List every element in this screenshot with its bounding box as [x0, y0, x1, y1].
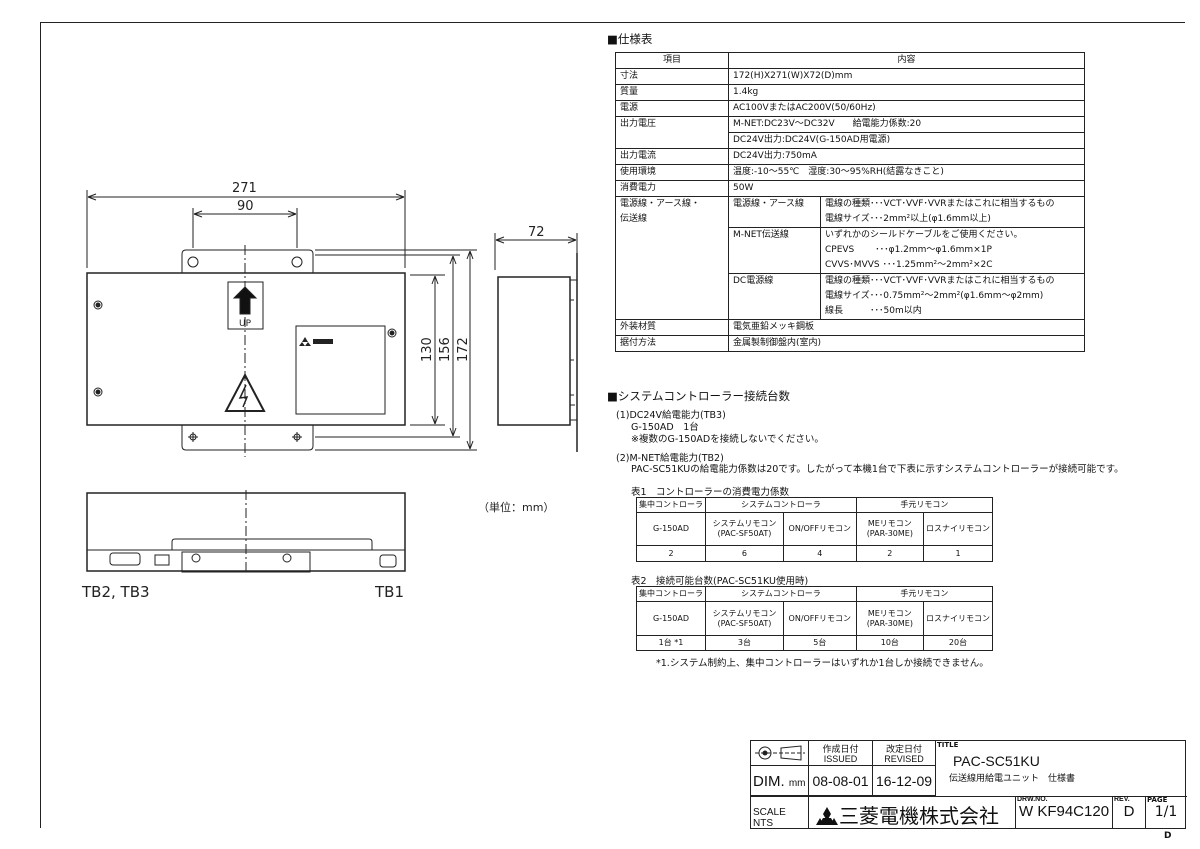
- dimension-90: 90: [192, 199, 298, 248]
- bottom-bracket: [181, 425, 314, 451]
- electric-hazard-icon: [224, 372, 266, 412]
- section-1-line: G-150AD 1台: [631, 422, 699, 433]
- top-bracket: [181, 249, 314, 273]
- svg-text:72: 72: [528, 225, 545, 240]
- drawing-subtitle: 伝送線用給電ユニット 仕様書: [949, 774, 1076, 784]
- dimension-heights: 130 156 172: [315, 249, 477, 451]
- svg-text:90: 90: [237, 199, 254, 214]
- table2: 集中コントローラシステムコントローラ手元リモコン G-150AD システムリモコ…: [636, 586, 994, 651]
- up-label-plate: [227, 281, 264, 330]
- dimension-271: 271: [86, 181, 406, 268]
- nameplate: [295, 325, 386, 415]
- mitsubishi-logo-icon: [299, 337, 311, 346]
- table-row: 外装材質電気亜鉛メッキ鋼板: [615, 319, 1085, 336]
- sheet-mark: D: [1164, 831, 1172, 841]
- drawing-frame: [40, 22, 1185, 828]
- up-arrow-icon: [232, 286, 258, 315]
- revision: D: [1123, 803, 1135, 820]
- drawing-title: PAC-SC51KU: [953, 753, 1040, 769]
- svg-text:UP: UP: [239, 319, 252, 329]
- revised-date: 16-12-09: [873, 766, 936, 796]
- unit-note: （単位：mm）: [478, 500, 554, 514]
- unit-front-view: [86, 272, 406, 426]
- mitsubishi-logo-icon: [816, 807, 838, 825]
- table-row: 電源線・アース線・伝送線 電源線・アース線 電線の種類･･･VCT･VVF･VV…: [615, 196, 1085, 320]
- table1-title: 表1 コントローラーの消費電力係数: [631, 487, 790, 498]
- drawing-number: W KF94C120: [1019, 803, 1110, 820]
- table-row: 据付方法金属製制御盤内(室内): [615, 335, 1085, 352]
- section-2-title: (2)M-NET給電能力(TB2): [616, 453, 724, 464]
- svg-text:130: 130: [420, 337, 435, 362]
- terminal-label-tb1: TB1: [374, 583, 404, 601]
- spec-heading: ■仕様表: [607, 32, 653, 46]
- section-1-note: ※複数のG-150ADを接続しないでください。: [631, 434, 824, 445]
- table1: 集中コントローラシステムコントローラ手元リモコン G-150AD システムリモコ…: [636, 497, 994, 562]
- svg-text:172: 172: [456, 337, 471, 362]
- section-1-title: (1)DC24V給電能力(TB3): [616, 410, 726, 421]
- table2-title: 表2 接続可能台数(PAC-SC51KU使用時): [631, 576, 809, 587]
- svg-text:271: 271: [232, 181, 257, 196]
- outline-drawing: 271 90 UP 130 156 172 72: [81, 181, 578, 601]
- footnote: *1.システム制約上、集中コントローラーはいずれか1台しか接続できません。: [656, 658, 989, 669]
- side-view: 72: [494, 225, 578, 452]
- svg-text:156: 156: [438, 337, 453, 362]
- page-number: 1/1: [1154, 804, 1178, 820]
- issued-date: 08-08-01: [809, 766, 873, 796]
- terminal-label-tb2-tb3: TB2, TB3: [81, 583, 150, 601]
- bottom-view: TB2, TB3 TB1: [81, 490, 406, 601]
- company-name: 三菱電機株式会社: [809, 796, 1016, 829]
- section-2-line: PAC-SC51KUの給電能力係数は20です。したがって本機1台で下表に示すシス…: [631, 464, 1124, 475]
- projection-symbol-icon: [751, 741, 809, 766]
- table-row: 使用環境温度:-10～55℃ 湿度:30～95%RH(結露なきこと): [615, 164, 1085, 181]
- system-heading: ■システムコントローラー接続台数: [607, 389, 791, 403]
